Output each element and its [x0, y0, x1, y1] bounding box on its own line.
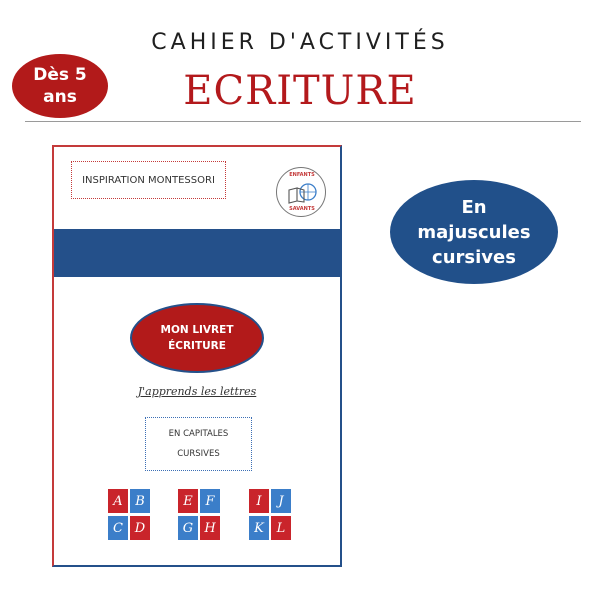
inspiration-label: INSPIRATION MONTESSORI	[71, 161, 226, 199]
letter-tile-group-1: A B C D	[108, 489, 150, 540]
capitales-line2: CURSIVES	[177, 449, 220, 459]
letter-tile: K	[249, 516, 269, 540]
letter-tile: A	[108, 489, 128, 513]
letter-tile: H	[200, 516, 220, 540]
letter-tile: L	[271, 516, 291, 540]
livret-line2: ÉCRITURE	[168, 340, 226, 352]
livret-title-badge: MON LIVRET ÉCRITURE	[130, 303, 264, 373]
livret-line1: MON LIVRET	[160, 324, 234, 336]
letter-tile-group-3: I J K L	[249, 489, 291, 540]
letter-tile: B	[130, 489, 150, 513]
age-badge-line2: ans	[43, 87, 77, 107]
logo-text-top: ENFANTS	[289, 172, 315, 178]
tag-line1: En	[461, 196, 487, 218]
letter-tile: I	[249, 489, 269, 513]
letter-tile: G	[178, 516, 198, 540]
book-cover: INSPIRATION MONTESSORI ENFANTS SAVANTS M…	[52, 145, 342, 567]
age-badge-line1: Dès 5	[33, 65, 87, 85]
uppercase-cursive-badge: En majuscules cursives	[390, 180, 558, 284]
letter-tile: C	[108, 516, 128, 540]
globe-book-icon	[288, 183, 317, 204]
capitales-line1: EN CAPITALES	[168, 429, 229, 439]
letter-tile: E	[178, 489, 198, 513]
letter-tile-group-2: E F G H	[178, 489, 220, 540]
capitales-label: EN CAPITALES CURSIVES	[145, 417, 252, 471]
letter-tile: F	[200, 489, 220, 513]
letter-tile: D	[130, 516, 150, 540]
main-title: ECRITURE	[183, 68, 417, 114]
cover-blue-band	[54, 229, 340, 277]
age-badge: Dès 5 ans	[12, 54, 108, 118]
letter-tile: J	[271, 489, 291, 513]
enfants-savants-logo: ENFANTS SAVANTS	[276, 167, 326, 217]
logo-text-bottom: SAVANTS	[289, 206, 315, 212]
tag-line2: majuscules	[417, 221, 531, 243]
header-title: CAHIER D'ACTIVITÉS	[151, 30, 449, 55]
cursive-subtitle: J'apprends les lettres	[137, 385, 257, 398]
header-divider	[25, 121, 581, 122]
tag-line3: cursives	[432, 246, 516, 268]
